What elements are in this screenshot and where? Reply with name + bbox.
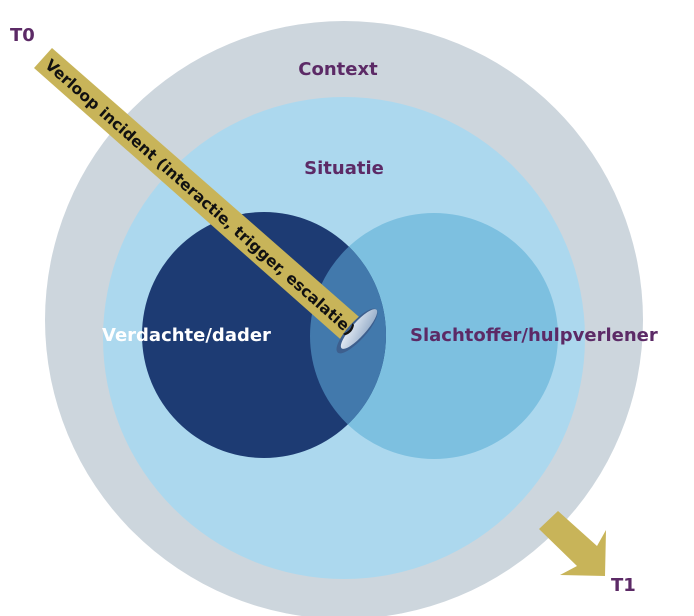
t0-label: T0	[10, 25, 35, 46]
verdachte-circle	[142, 212, 386, 458]
verloop-arrow-band	[34, 48, 366, 345]
context-label: Context	[298, 59, 378, 80]
slachtoffer-label: Slachtoffer/hulpverlener	[410, 325, 658, 346]
situatie-label: Situatie	[304, 158, 384, 179]
arrow-end-disc	[336, 308, 378, 354]
t1-arrow	[539, 511, 606, 576]
t1-label: T1	[611, 575, 636, 596]
verdachte-label: Verdachte/dader	[102, 325, 271, 346]
slachtoffer-circle	[310, 213, 558, 459]
